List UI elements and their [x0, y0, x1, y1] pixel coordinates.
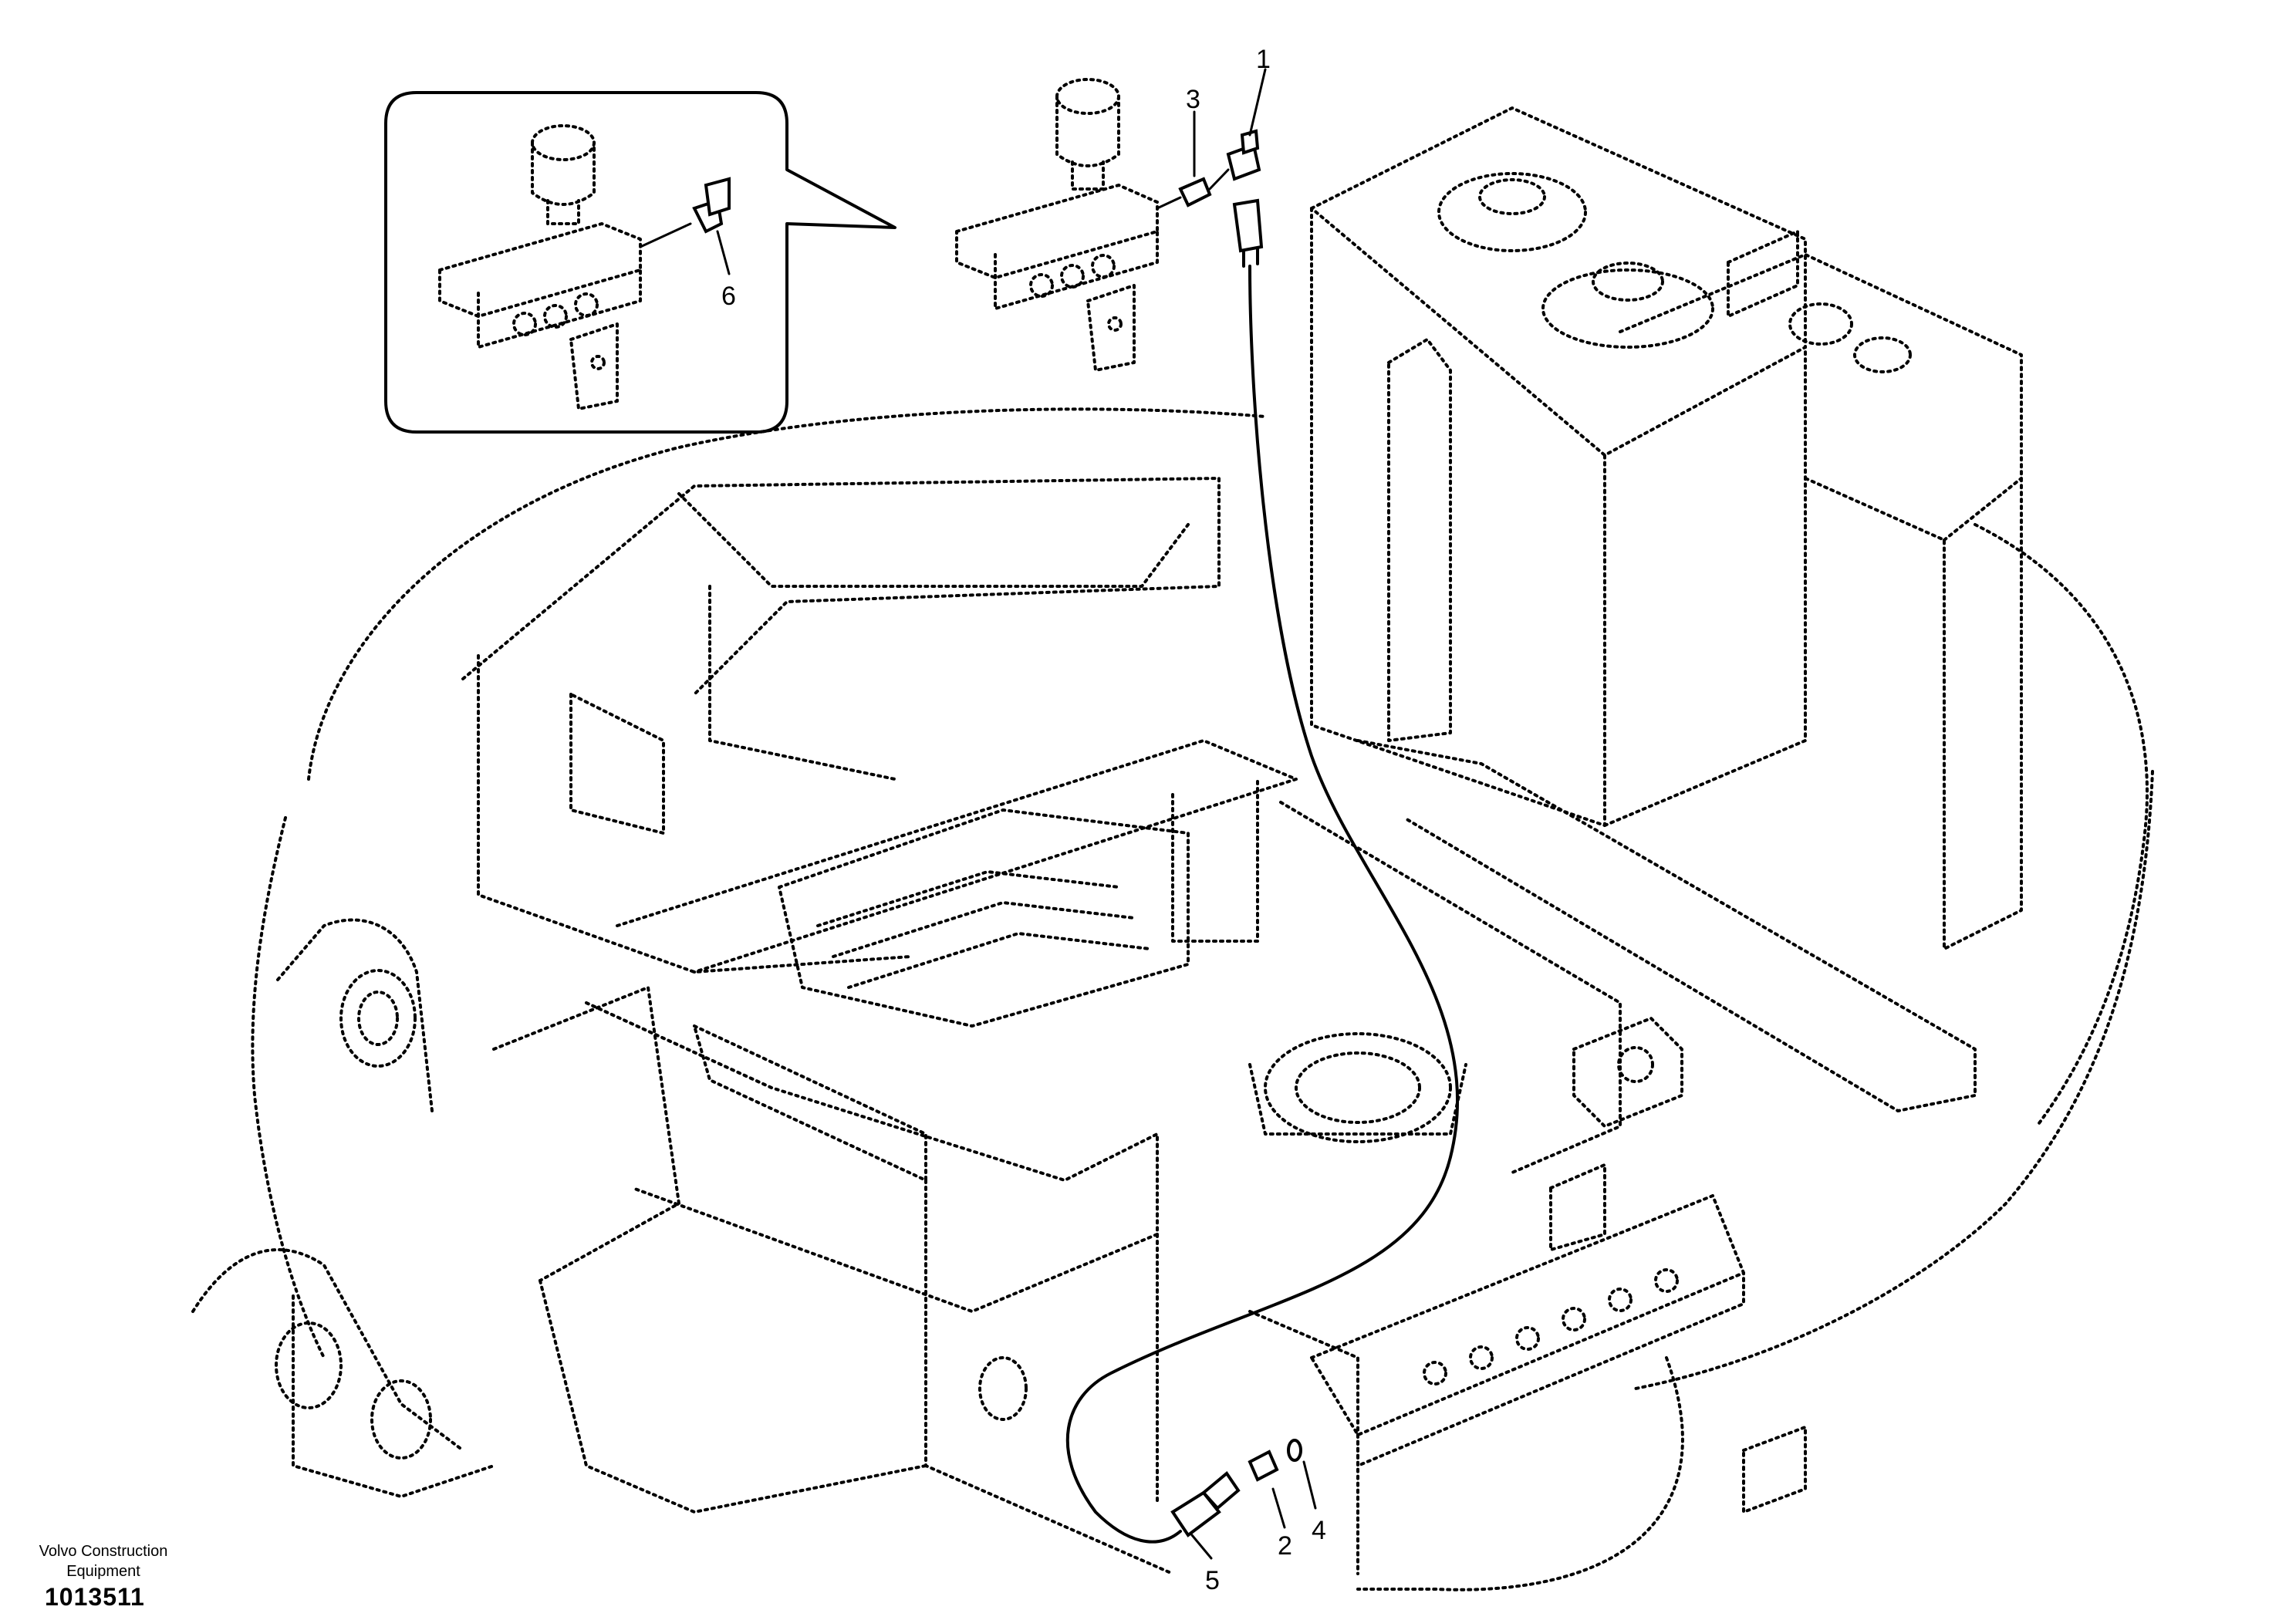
top-manifold	[955, 78, 1159, 372]
callout-2: 2	[1278, 1531, 1292, 1561]
callout-parts	[1065, 129, 1460, 1544]
figure-number: 1013511	[45, 1583, 145, 1611]
publisher-caption: Volvo Construction Equipment	[11, 1541, 196, 1581]
publisher-line-1: Volvo Construction	[39, 1543, 168, 1560]
publisher-line-2: Equipment	[66, 1563, 140, 1580]
callout-6: 6	[721, 282, 736, 311]
part-4-o-ring	[1287, 1439, 1302, 1462]
leader-lines	[716, 68, 1317, 1560]
part-2-fitting	[1248, 1450, 1279, 1482]
callout-4: 4	[1312, 1516, 1326, 1545]
hydraulic-tank	[1310, 106, 2023, 950]
callout-3: 3	[1186, 85, 1200, 114]
part-3-adapter	[1178, 177, 1212, 208]
part-5-hose-end	[1170, 1490, 1221, 1537]
hose-line	[1065, 265, 1460, 1544]
callout-5: 5	[1205, 1566, 1220, 1595]
callout-labels: 1 3 6 2 4 5	[721, 45, 1326, 1595]
callout-1: 1	[1256, 45, 1271, 74]
hose-fitting-top	[1232, 198, 1264, 253]
upper-frame-outline	[191, 407, 2154, 1591]
detail-inset	[384, 91, 896, 434]
